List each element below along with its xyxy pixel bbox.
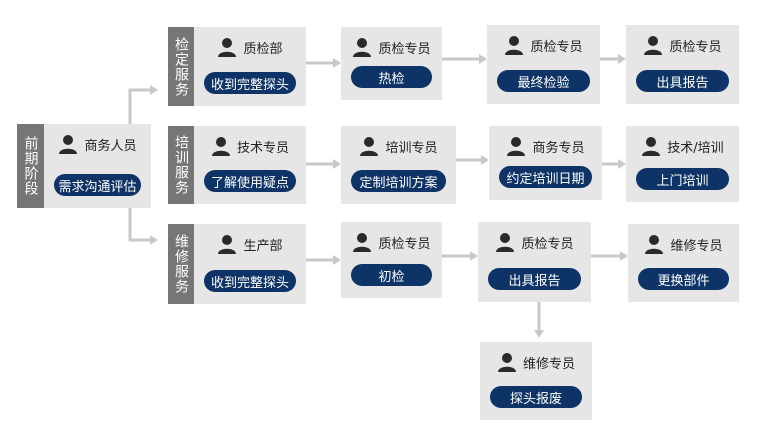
role-text: 商务专员: [532, 140, 585, 156]
lane2-step3[interactable]: 商务专员 约定培训日期: [489, 126, 602, 200]
lane3-step4[interactable]: 维修专员 更换部件: [628, 224, 739, 302]
node-role: 商务专员: [489, 134, 602, 158]
person-icon: [504, 35, 524, 55]
action-pill: 出具报告: [488, 268, 581, 290]
role-text: 培训专员: [385, 140, 438, 156]
lane2-step4[interactable]: 技术/培训 上门培训: [626, 126, 739, 202]
role-text: 生产部: [243, 238, 283, 254]
role-text: 质检专员: [378, 41, 431, 57]
node-role: 质检专员: [487, 33, 600, 57]
person-icon: [641, 136, 661, 156]
lane3-step1[interactable]: 生产部 收到完整探头: [194, 224, 306, 304]
lane2-step2[interactable]: 培训专员 定制培训方案: [341, 126, 456, 204]
person-icon: [643, 35, 663, 55]
person-icon: [217, 234, 237, 254]
arrow-start-to-lane1: [128, 88, 150, 124]
node-role: 质检专员: [478, 230, 591, 254]
action-pill: 需求沟通评估: [54, 174, 141, 196]
role-text: 维修专员: [522, 356, 575, 372]
role-text: 维修专员: [670, 238, 723, 254]
node-start[interactable]: 商务人员 需求沟通评估: [44, 124, 151, 208]
node-role: 技术/培训: [626, 134, 739, 158]
lane1-step4[interactable]: 质检专员 出具报告: [626, 25, 739, 104]
lane2-step1[interactable]: 技术专员 了解使用疑点: [194, 126, 306, 204]
stage-label-preliminary: 前期阶段: [17, 124, 44, 208]
action-pill: 探头报废: [490, 386, 582, 408]
person-icon: [217, 37, 237, 57]
node-role: 维修专员: [628, 232, 739, 256]
node-role: 技术专员: [194, 134, 306, 158]
node-role: 质检专员: [341, 230, 442, 254]
person-icon: [359, 136, 379, 156]
action-pill: 了解使用疑点: [204, 170, 296, 192]
node-role: 培训专员: [341, 134, 456, 158]
lane3-branch-scrap[interactable]: 维修专员 探头报废: [480, 342, 592, 420]
role-text: 质检部: [243, 41, 283, 57]
node-role: 质检部: [194, 35, 306, 59]
action-pill: 定制培训方案: [351, 170, 446, 192]
action-pill: 更换部件: [638, 268, 729, 290]
role-text: 技术/培训: [667, 140, 724, 156]
role-text: 商务人员: [84, 138, 137, 154]
action-pill: 初检: [351, 264, 432, 286]
role-text: 质检专员: [669, 39, 722, 55]
person-icon: [352, 232, 372, 252]
person-icon: [352, 37, 372, 57]
node-role: 维修专员: [480, 350, 592, 374]
person-icon: [644, 234, 664, 254]
role-text: 质检专员: [521, 236, 574, 252]
action-pill: 约定培训日期: [499, 166, 592, 188]
person-icon: [506, 136, 526, 156]
action-pill: 最终检验: [497, 70, 590, 92]
person-icon: [495, 232, 515, 252]
lane-label-calibration: 检定服务: [168, 27, 194, 106]
action-pill: 收到完整探头: [204, 270, 296, 292]
action-pill: 收到完整探头: [204, 72, 296, 94]
lane1-step2[interactable]: 质检专员 热检: [341, 27, 442, 100]
action-pill: 出具报告: [636, 70, 729, 92]
action-pill: 上门培训: [636, 168, 729, 190]
role-text: 质检专员: [530, 39, 583, 55]
lane-label-training: 培训服务: [168, 126, 194, 204]
node-role: 生产部: [194, 232, 306, 256]
person-icon: [497, 352, 517, 372]
node-role: 质检专员: [341, 35, 442, 59]
person-icon: [211, 136, 231, 156]
lane3-step3[interactable]: 质检专员 出具报告: [478, 222, 591, 302]
lane1-step1[interactable]: 质检部 收到完整探头: [194, 27, 306, 106]
lane-label-repair: 维修服务: [168, 224, 194, 304]
arrow-start-to-lane3: [128, 208, 150, 242]
role-text: 技术专员: [236, 140, 289, 156]
action-pill: 热检: [351, 66, 432, 88]
lane1-step3[interactable]: 质检专员 最终检验: [487, 25, 600, 104]
person-icon: [58, 134, 78, 154]
role-text: 质检专员: [378, 236, 431, 252]
lane3-step2[interactable]: 质检专员 初检: [341, 222, 442, 298]
node-role: 商务人员: [44, 132, 151, 156]
node-role: 质检专员: [626, 33, 739, 57]
